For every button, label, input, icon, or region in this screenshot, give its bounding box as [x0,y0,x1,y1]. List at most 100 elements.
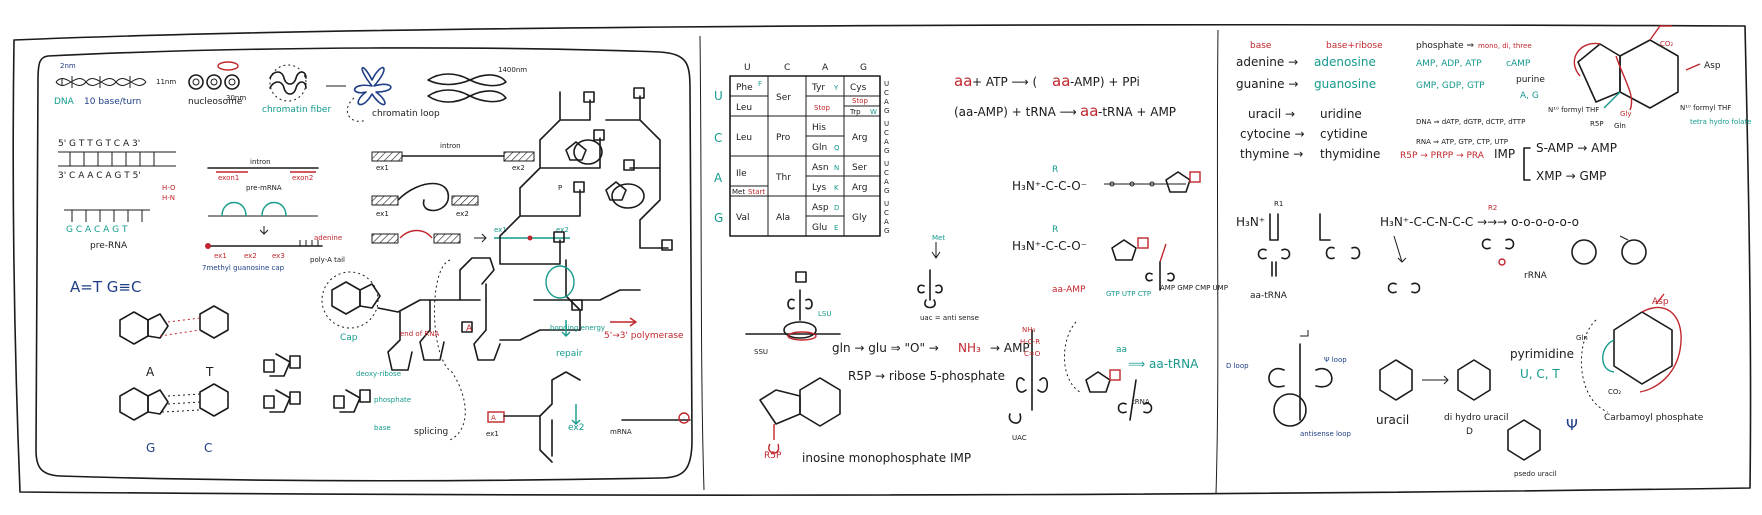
base-header: base [1250,41,1272,51]
third-u: U [884,200,889,208]
cell-phe: Phe [736,83,753,93]
cell-val: Val [736,213,749,223]
nuc-C: C [204,441,212,455]
pre-mrna-label: pre-mRNA [246,184,282,192]
row-camp: cAMP [1506,59,1531,69]
gln-label: Gln [1614,122,1626,130]
pyrimidine-ring [1580,293,1682,413]
cap-structure [321,257,583,441]
aa-amp-structure: H₃N⁺-C-C-O⁻ [1012,239,1087,253]
backbone-chain [499,87,673,265]
polymerase-label: 5'→3' polymerase [604,331,684,341]
co-label: C=O [1024,350,1041,358]
intron-label: intron [440,142,461,150]
panel2: aa + ATP ⟶ ( aa -AMP) + PPi (aa-AMP) + t… [745,72,1228,465]
r-group: R [1052,165,1058,175]
cell-trp: Trp [849,108,861,116]
third-c: C [884,169,889,177]
phosphate-header: phosphate ⇒ [1416,41,1474,51]
nucleosome-beads [188,61,240,90]
cell-asp: Asp [812,203,829,213]
third-u: U [884,160,889,168]
codon-row-a: A [714,171,723,185]
strand-top: 5' G T T G T C A 3' [58,139,140,149]
carbamoyl-label: Carbamoyl phosphate [1604,413,1704,423]
imp-structure [759,377,841,454]
lsu-label: LSU [818,310,831,318]
chromatin-fiber [269,64,307,102]
gln-chain-amp: → AMP [990,341,1030,355]
cap-note: 7methyl guanosine cap [202,264,285,272]
row-adenine: adenine → [1236,55,1298,69]
cell-leu2: Leu [736,133,752,143]
uracil-label: uracil [1376,413,1409,427]
codon-col-a: A [822,63,829,73]
cell-thr: Thr [775,173,791,183]
third-a: A [884,98,889,106]
size-30nm: 30nm [226,94,246,102]
eq1-aa: aa [954,72,972,90]
dihydro-d: D [1466,427,1473,437]
cell-asn-n: N [834,164,839,172]
row-uracil: uracil → [1248,107,1295,121]
ex-label-1: ex1 [214,252,227,260]
cell-asn: Asn [812,163,829,173]
bottom-mrna [487,371,691,463]
dihydro-label: di hydro uracil [1444,413,1509,423]
cell-tyr: Tyr [811,83,825,93]
third-g: G [884,227,889,235]
ex2-bottom: ex2 [568,423,584,433]
cell-phe-f: F [758,80,762,88]
purine-ring [1573,25,1701,111]
anti-sense-label: uac = anti sense [920,314,979,322]
nh3: NH₃ [958,341,981,355]
pre-rna-seq: G C A C A G T [66,225,128,235]
exon1-label: exon1 [218,174,239,182]
psi-symbol: Ψ [1566,416,1578,434]
aa-small: aa [1116,345,1127,355]
codon-row-c: C [714,131,722,145]
third-g: G [884,187,889,195]
chromosome [427,73,507,103]
cell-lys: Lys [812,183,827,193]
n10-right: N¹⁰ formyl THF [1680,104,1731,112]
r5p-chain: R5P → ribose 5-phosphate [848,369,1005,383]
third-a: A [884,218,889,226]
strand-bottom: 3' C A A C A G T 5' [58,171,141,181]
dna-dntp: DNA ⇒ dATP, dGTP, dCTP, dTTP [1416,118,1525,126]
p-label: P [558,184,562,192]
amp-list: AMP GMP CMP UMP [1160,284,1228,292]
ex-label-2: ex2 [456,210,469,218]
d-loop-label: D loop [1226,362,1249,370]
panel3: base base+ribose phosphate ⇒ mono, di, t… [1226,25,1751,478]
adenine-label: adenine [314,234,342,242]
cell-ala: Ala [776,213,790,223]
repair-label: repair [556,349,583,359]
amino-acids-trna [1257,213,1647,294]
tetra-label: tetra hydro folate [1690,118,1751,126]
third-a: A [884,178,889,186]
phosphate-label: phosphate [374,396,411,404]
row-guanosine: guanosine [1314,77,1376,91]
chromatin-fiber-label: chromatin fiber [262,105,331,115]
hcr-label: H-C-R [1020,338,1040,346]
eq2-right: -tRNA + AMP [1098,105,1176,119]
amino-acid-structure: H₃N⁺-C-C-O⁻ [1012,179,1087,193]
divider-2 [1215,29,1219,495]
r2-label: R2 [1488,204,1497,212]
splicing-steps [371,151,570,244]
nh3-small: NH₃ [1022,326,1036,334]
rna-ntp: RNA ⇒ ATP, GTP, CTP, UTP [1416,138,1508,146]
codon-col-g: G [860,63,867,73]
nuc-T: T [205,365,214,379]
r5p-imp: IMP [1494,147,1515,161]
pyrimidine-label: pyrimidine [1510,347,1574,361]
third-c: C [884,209,889,217]
cell-pro: Pro [776,133,791,143]
poly-a-label: poly-A tail [310,256,345,264]
purine-label: purine [1516,75,1545,85]
trna-label: tRNA [1132,398,1150,406]
cell-his: His [812,123,826,133]
r1-label: R1 [1274,200,1283,208]
psi-loop-label: Ψ loop [1324,356,1347,364]
